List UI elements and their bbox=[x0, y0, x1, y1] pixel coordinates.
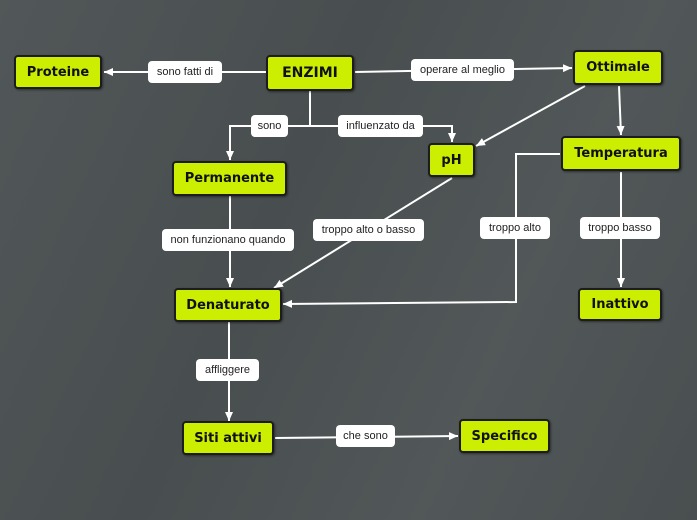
concept-specifico[interactable]: Specifico bbox=[459, 419, 550, 453]
link-label-troppo-alto-o-basso: troppo alto o basso bbox=[313, 219, 424, 241]
concept-siti-attivi[interactable]: Siti attivi bbox=[182, 421, 274, 455]
link-label-operare-al-meglio: operare al meglio bbox=[411, 59, 514, 81]
link-ottimale-temperatura bbox=[616, 85, 625, 136]
link-label-troppo-basso: troppo basso bbox=[580, 217, 660, 239]
link-label-troppo-alto: troppo alto bbox=[480, 217, 550, 239]
concept-enzimi[interactable]: ENZIMI bbox=[266, 55, 354, 91]
link-label-affliggere: affliggere bbox=[196, 359, 259, 381]
link-label-che-sono: che sono bbox=[336, 425, 395, 447]
concept-proteine[interactable]: Proteine bbox=[14, 55, 102, 89]
concept-denaturato[interactable]: Denaturato bbox=[174, 288, 282, 322]
link-label-influenzato-da: influenzato da bbox=[338, 115, 423, 137]
concept-ph[interactable]: pH bbox=[428, 143, 475, 177]
link-ottimale-ph bbox=[475, 85, 586, 147]
link-label-non-funzionano-quando: non funzionano quando bbox=[162, 229, 294, 251]
link-label-sono: sono bbox=[251, 115, 288, 137]
concept-permanente[interactable]: Permanente bbox=[172, 161, 287, 196]
concept-temperatura[interactable]: Temperatura bbox=[561, 136, 681, 171]
concept-ottimale[interactable]: Ottimale bbox=[573, 50, 663, 85]
concept-inattivo[interactable]: Inattivo bbox=[578, 288, 662, 321]
link-label-sono-fatti-di: sono fatti di bbox=[148, 61, 222, 83]
